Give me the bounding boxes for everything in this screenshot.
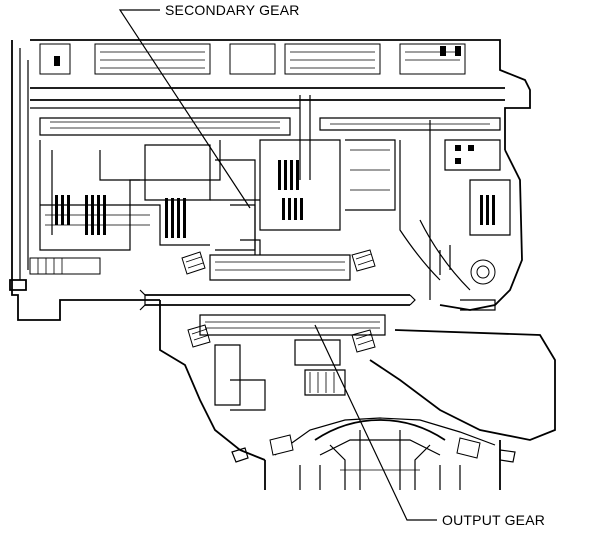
secondary-gear-label: SECONDARY GEAR	[165, 2, 300, 18]
tapered-bearing-lower-left	[187, 324, 211, 348]
output-gear-leader	[314, 324, 437, 521]
center-clutch-pack	[210, 139, 396, 251]
clutch-plates-b	[165, 198, 186, 238]
tapered-bearing-upper-left	[181, 251, 206, 275]
transmission-housing	[11, 39, 556, 490]
secondary-gear-leader	[118, 9, 251, 209]
output-gear-label: OUTPUT GEAR	[442, 512, 545, 528]
tapered-bearing-lower-right	[351, 329, 376, 353]
left-clutch-packs	[9, 140, 221, 291]
tapered-bearing-upper-right	[351, 249, 376, 272]
secondary-gear	[209, 204, 351, 281]
upper-clutch-packs	[39, 43, 466, 75]
differential-assembly	[231, 419, 516, 490]
counter-shaft	[139, 249, 416, 353]
output-gear	[199, 314, 386, 411]
right-pump-section	[399, 120, 511, 311]
main-shaft-assembly	[30, 43, 505, 180]
